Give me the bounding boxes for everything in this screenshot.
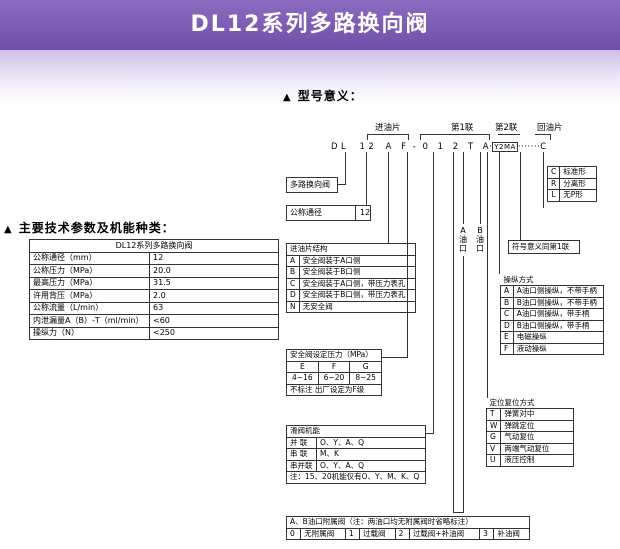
series-box: 多路换向阀 bbox=[286, 177, 338, 193]
triangle-bullet-icon: ▲ bbox=[4, 224, 13, 235]
same-as-first-box: 符号意义同第1联 bbox=[508, 240, 580, 254]
return-label: 回油片 bbox=[537, 123, 563, 133]
params-table-title: DL12系列多路换向阀 bbox=[29, 239, 279, 253]
triangle-bullet-icon: ▲ bbox=[283, 92, 292, 103]
second-unit-label: 第2联 bbox=[495, 123, 518, 133]
table-row: 公称压力（MPa）20.0 bbox=[29, 264, 279, 278]
model-heading: ▲ 型号意义： bbox=[283, 87, 363, 104]
header-gradient-band bbox=[0, 50, 620, 106]
model-heading-text: 型号意义： bbox=[297, 89, 363, 103]
table-row: 许用背压（MPa）2.0 bbox=[29, 289, 279, 303]
inlet-label: 进油片 bbox=[375, 123, 401, 133]
table-row: 公称流量（L/min）63 bbox=[29, 301, 279, 315]
first-unit-label: 第1联 bbox=[451, 123, 474, 133]
params-table: DL12系列多路换向阀 公称通径（mm）12 公称压力（MPa）20.0 最高压… bbox=[29, 239, 279, 340]
params-heading: ▲ 主要技术参数及机能种类： bbox=[4, 219, 175, 236]
a-port-label: A 油 口 bbox=[459, 226, 467, 253]
table-row: 最高压力（MPa）31.5 bbox=[29, 276, 279, 290]
page-title: DL12系列多路换向阀 bbox=[190, 12, 430, 37]
table-row: 公称通径（mm）12 bbox=[29, 251, 279, 265]
table-row: 操纵力（N）<250 bbox=[29, 326, 279, 340]
params-heading-text: 主要技术参数及机能种类： bbox=[18, 221, 175, 235]
b-port-label: B 油 口 bbox=[476, 226, 484, 253]
table-row: 内泄漏量A（B）-T（ml/min）<60 bbox=[29, 314, 279, 328]
title-banner bbox=[0, 0, 620, 50]
nominal-box: 公称通径 12 bbox=[286, 205, 371, 221]
